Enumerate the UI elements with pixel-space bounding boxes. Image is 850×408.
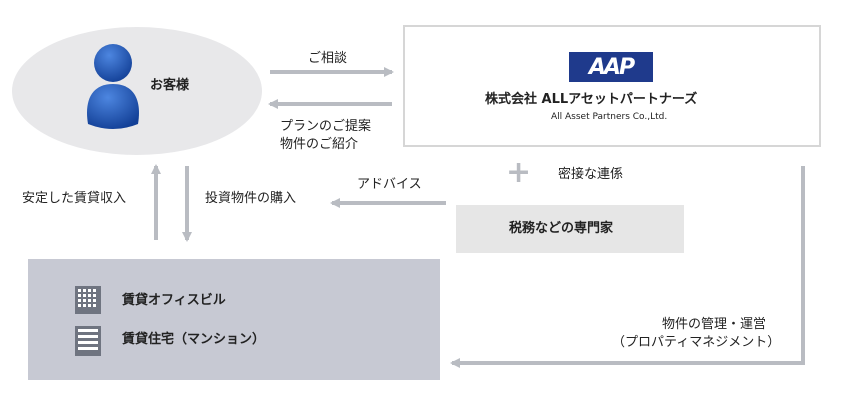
plus-icon: + <box>506 155 532 190</box>
income-label: 安定した賃貸収入 <box>22 191 127 206</box>
proposal-label-line2: 物件のご紹介 <box>280 137 359 152</box>
proposal-label-line1: プランのご提案 <box>280 119 372 134</box>
rental-residence-label: 賃貸住宅（マンション） <box>122 332 266 347</box>
consult-label: ご相談 <box>308 51 348 66</box>
management-label-line2: （プロパティマネジメント） <box>612 335 781 350</box>
expert-label: 税務などの専門家 <box>509 221 614 236</box>
expert-node <box>456 205 684 253</box>
customer-node <box>12 27 262 155</box>
apartment-icon <box>75 326 101 356</box>
management-label-line1: 物件の管理・運営 <box>662 317 767 332</box>
person-icon <box>87 44 139 129</box>
office-building-icon <box>75 286 101 314</box>
company-name-jp: 株式会社 ALLアセットパートナーズ <box>485 92 698 107</box>
customer-label: お客様 <box>150 78 190 93</box>
management-arrow <box>450 166 805 368</box>
company-node <box>403 25 821 147</box>
rental-property-node <box>28 259 440 380</box>
advice-label: アドバイス <box>357 177 422 192</box>
purchase-label: 投資物件の購入 <box>205 191 297 206</box>
company-logo: AAP <box>569 52 653 82</box>
cooperation-label: 密接な連係 <box>558 167 624 182</box>
rental-office-label: 賃貸オフィスビル <box>122 293 226 308</box>
company-name-en: All Asset Partners Co.,Ltd. <box>551 112 668 122</box>
